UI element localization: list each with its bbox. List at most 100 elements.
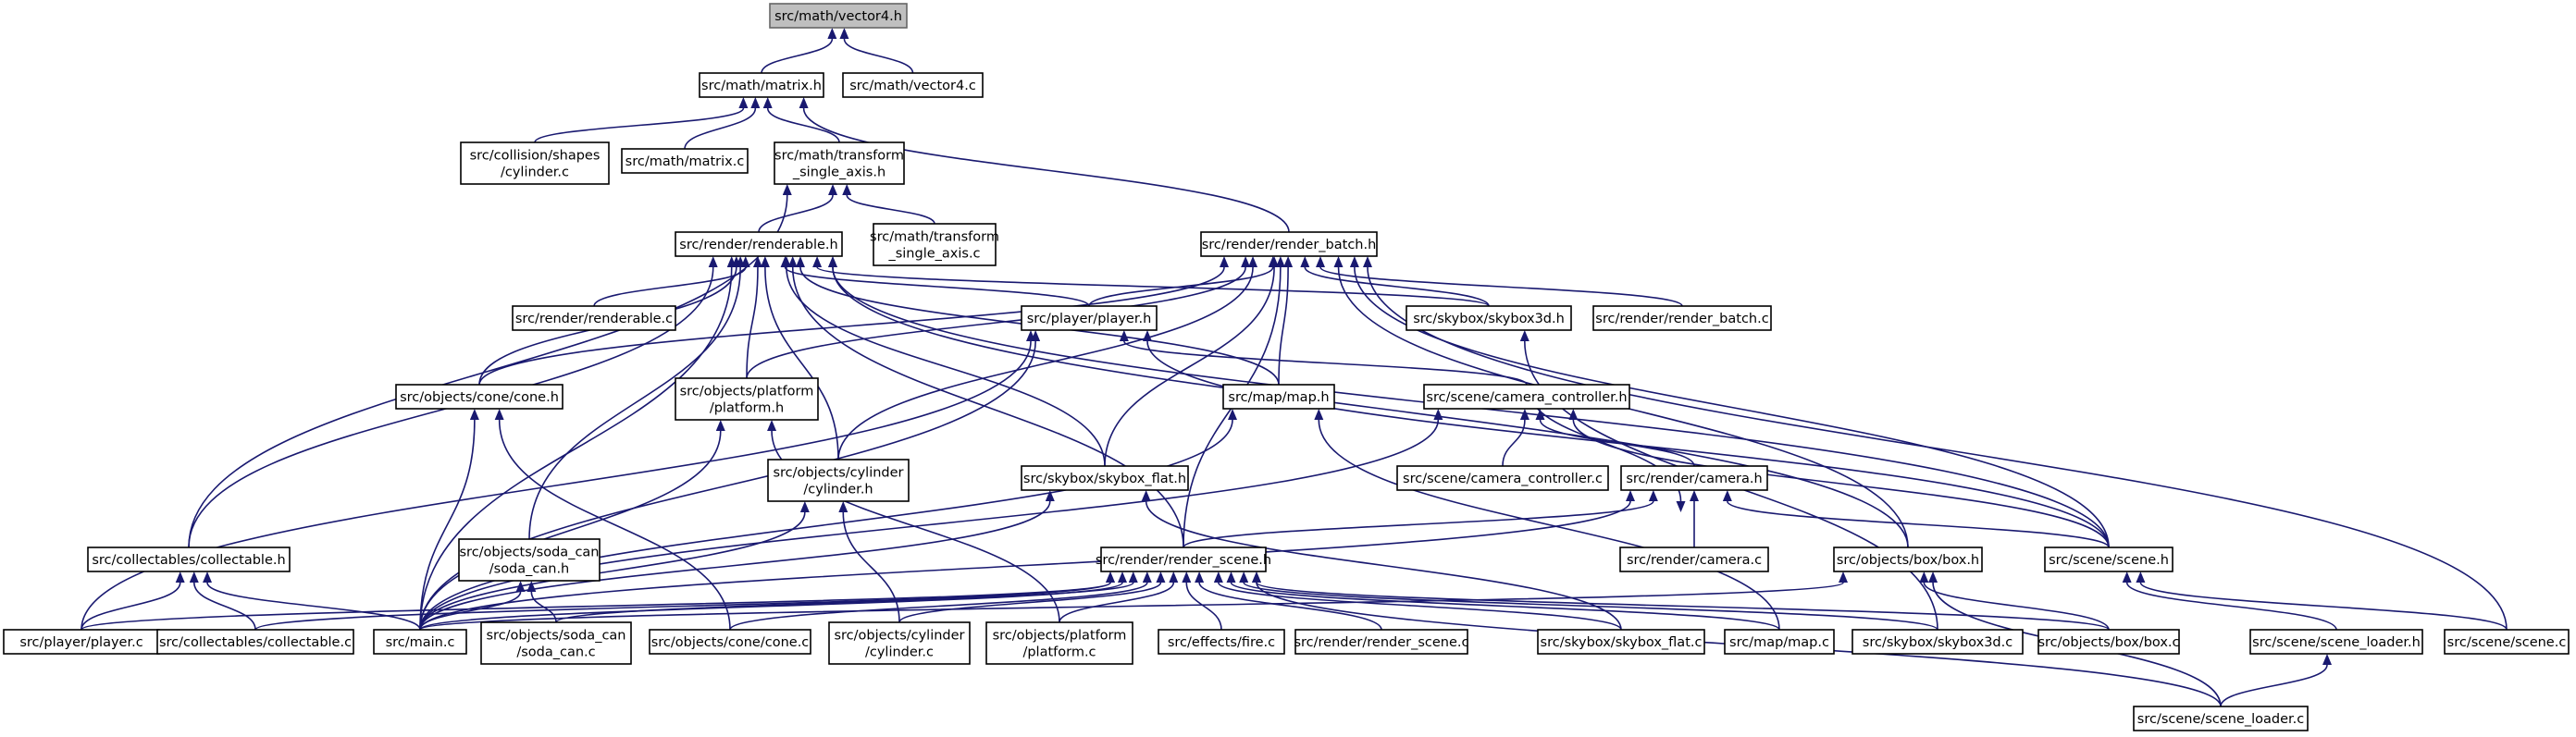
- node-box: [1592, 305, 1772, 331]
- node-renderable-c[interactable]: src/render/renderable.c: [512, 305, 676, 331]
- node-label: src/objects/platform: [680, 385, 814, 399]
- node-box: [675, 377, 819, 421]
- node-map-c[interactable]: src/map/map.c: [1724, 629, 1835, 655]
- node-cylinder-c[interactable]: src/objects/cylinder/cylinder.c: [828, 621, 971, 665]
- edge-transform_h-to-matrix_h: [762, 97, 840, 143]
- node-camera-h[interactable]: src/render/camera.h: [1620, 465, 1768, 491]
- edge-platform_c-to-render_scene_h: [1059, 571, 1179, 623]
- edge-main_c-to-renderable_h: [419, 256, 737, 631]
- node-transform-h[interactable]: src/math/transform_single_axis.h: [774, 141, 905, 185]
- edge-camera_h-to-camera_controller_h: [1535, 409, 1695, 467]
- node-player-h[interactable]: src/player/player.h: [1021, 305, 1158, 331]
- edge-vector4_c-to-vector4_h: [839, 28, 914, 74]
- node-platform-h[interactable]: src/objects/platform/platform.h: [675, 377, 819, 421]
- edge-main_c-to-camera_controller_h: [419, 409, 1443, 631]
- edge-fire_c-to-render_scene_h: [1182, 571, 1222, 631]
- edge-cone_h-to-render_batch_h: [478, 256, 1229, 386]
- node-label: /cylinder.h: [803, 483, 873, 497]
- node-skybox-flat-c[interactable]: src/skybox/skybox_flat.c: [1537, 629, 1705, 655]
- edge-render_batch_h-to-matrix_h: [799, 97, 1290, 233]
- node-label: src/scene/scene.h: [2049, 553, 2169, 568]
- node-skybox3d-h[interactable]: src/skybox/skybox3d.h: [1406, 305, 1572, 331]
- node-box: [1021, 465, 1189, 491]
- node-collectable-c[interactable]: src/collectables/collectable.c: [156, 629, 354, 655]
- node-label: src/collectables/collectable.c: [159, 635, 352, 650]
- edge-soda_can_c-to-render_scene_h: [555, 571, 1138, 623]
- node-matrix-h[interactable]: src/math/matrix.h: [699, 72, 824, 98]
- node-fire-c[interactable]: src/effects/fire.c: [1158, 629, 1285, 655]
- node-label: /cylinder.c: [865, 645, 934, 660]
- edge-renderable_h-to-transform_h: [758, 184, 838, 233]
- node-label: src/math/vector4.c: [849, 79, 976, 93]
- node-box-h[interactable]: src/objects/box/box.h: [1833, 547, 1983, 572]
- node-cylinder-shape-c[interactable]: src/collision/shapes/cylinder.c: [460, 141, 610, 185]
- edge-matrix_c-to-matrix_h: [684, 97, 761, 150]
- node-main-c[interactable]: src/main.c: [373, 629, 467, 655]
- node-render-scene-c[interactable]: src/render/render_scene.c: [1294, 629, 1469, 655]
- node-label: src/skybox/skybox3d.c: [1863, 635, 2012, 650]
- node-label: src/objects/cone/cone.c: [651, 635, 810, 650]
- node-box: [512, 305, 676, 331]
- file-nodes: src/math/vector4.h src/math/matrix.h src/m…: [3, 3, 2570, 731]
- node-cone-h[interactable]: src/objects/cone/cone.h: [395, 384, 564, 410]
- node-collectable-h[interactable]: src/collectables/collectable.h: [87, 547, 291, 572]
- node-box: [1200, 231, 1378, 257]
- node-soda-can-c[interactable]: src/objects/soda_can/soda_can.c: [480, 621, 632, 665]
- node-box: [395, 384, 564, 410]
- node-label: src/objects/soda_can: [487, 629, 626, 644]
- node-box: [156, 629, 354, 655]
- node-box: [1100, 547, 1267, 572]
- node-scene-loader-c[interactable]: src/scene/scene_loader.c: [2133, 706, 2309, 731]
- edge-box_c-to-box_h: [1919, 571, 2110, 631]
- edge-scene_c-to-scene_h: [2136, 571, 2508, 631]
- node-renderable-h[interactable]: src/render/renderable.h: [675, 231, 843, 257]
- node-label: src/objects/platform: [993, 629, 1127, 644]
- node-label: src/render/render_batch.c: [1595, 312, 1768, 326]
- edge-scene_h-to-camera_controller_h: [1568, 409, 2110, 548]
- node-label: src/render/camera.h: [1626, 472, 1762, 486]
- edge-map_c-to-map_h: [1314, 409, 1780, 631]
- node-vector4-h: src/math/vector4.h: [769, 3, 908, 29]
- node-map-h[interactable]: src/map/map.h: [1222, 384, 1335, 410]
- node-box: [1620, 465, 1768, 491]
- node-camera-c[interactable]: src/render/camera.c: [1619, 547, 1769, 572]
- node-scene-loader-h[interactable]: src/scene/scene_loader.h: [2249, 629, 2423, 655]
- node-matrix-c[interactable]: src/math/matrix.c: [621, 148, 749, 174]
- node-render-batch-h[interactable]: src/render/render_batch.h: [1200, 231, 1378, 257]
- node-camera-controller-c[interactable]: src/scene/camera_controller.c: [1396, 465, 1609, 491]
- node-scene-c[interactable]: src/scene/scene.c: [2444, 629, 2570, 655]
- node-box: [1852, 629, 2024, 655]
- node-vector4-c[interactable]: src/math/vector4.c: [842, 72, 984, 98]
- node-box: [2249, 629, 2423, 655]
- node-platform-c[interactable]: src/objects/platform/platform.c: [985, 621, 1133, 665]
- node-label: /soda_can.h: [489, 562, 570, 577]
- node-soda-can-h[interactable]: src/objects/soda_can/soda_can.h: [458, 538, 601, 582]
- node-scene-h[interactable]: src/scene/scene.h: [2044, 547, 2174, 572]
- node-cylinder-h[interactable]: src/objects/cylinder/cylinder.h: [767, 459, 910, 502]
- node-label: src/map/map.c: [1729, 635, 1829, 650]
- edge-scene_c-to-render_batch_h: [1363, 256, 2508, 631]
- node-skybox-flat-h[interactable]: src/skybox/skybox_flat.h: [1021, 465, 1189, 491]
- node-label: _single_axis.h: [792, 166, 886, 180]
- node-label: /soda_can.c: [516, 645, 595, 660]
- node-camera-controller-h[interactable]: src/scene/camera_controller.h: [1423, 384, 1630, 410]
- edge-platform_h-to-render_batch_h: [746, 256, 1251, 379]
- node-label: src/collision/shapes: [470, 149, 601, 164]
- node-box: [828, 621, 971, 665]
- node-label: src/skybox/skybox_flat.h: [1023, 472, 1186, 486]
- edge-render_scene_h-to-camera_h: [1183, 490, 1658, 548]
- node-render-scene-h[interactable]: src/render/render_scene.h: [1096, 547, 1271, 572]
- edge-soda_can_h-to-renderable_h: [528, 256, 746, 540]
- node-transform-c[interactable]: src/math/transform_single_axis.c: [870, 223, 999, 266]
- node-label: src/skybox/skybox_flat.c: [1541, 635, 1703, 650]
- node-player-c[interactable]: src/player/player.c: [3, 629, 160, 655]
- edge-camera_controller_h-to-player_h: [1119, 330, 1528, 386]
- edge-main_c-to-cone_h: [419, 409, 479, 631]
- edge-scene_h-to-camera_h: [1722, 490, 2110, 548]
- node-skybox3d-c[interactable]: src/skybox/skybox3d.c: [1852, 629, 2024, 655]
- node-render-batch-c[interactable]: src/render/render_batch.c: [1592, 305, 1772, 331]
- node-label: src/objects/soda_can: [460, 546, 600, 560]
- node-cone-c[interactable]: src/objects/cone/cone.c: [649, 629, 811, 655]
- node-box-c[interactable]: src/objects/box/box.c: [2037, 629, 2180, 655]
- node-box: [675, 231, 843, 257]
